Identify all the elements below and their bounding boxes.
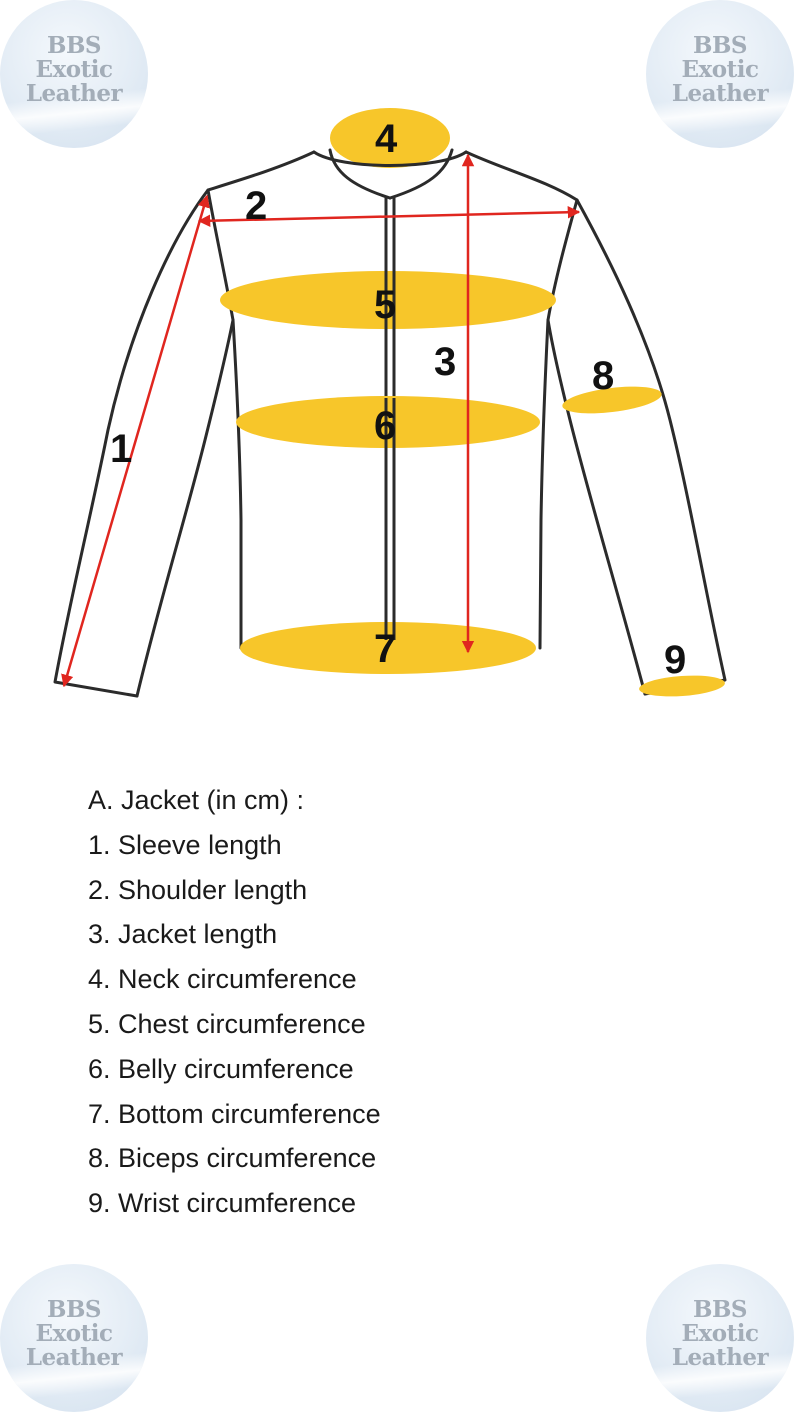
marker-2: 2 (245, 184, 267, 228)
shoulder-length-arrow (197, 206, 581, 227)
marker-4: 4 (375, 117, 398, 161)
brand-watermark-top-left: BBS Exotic Leather (0, 0, 148, 148)
biceps-highlight (562, 386, 662, 414)
legend-item: 9. Wrist circumference (88, 1188, 357, 1219)
watermark-text: BBS Exotic Leather (25, 1296, 123, 1371)
marker-1: 1 (110, 427, 132, 471)
legend-item: 5. Chest circumference (88, 1008, 366, 1039)
zipper (384, 270, 396, 640)
marker-7: 7 (374, 627, 396, 671)
marker-9: 9 (664, 638, 686, 682)
brand-watermark-bottom-right: BBS Exotic Leather (646, 1264, 794, 1412)
jacket-measurement-diagram: 1 2 3 4 5 6 7 8 9 (53, 108, 727, 698)
brand-watermark-top-right: BBS Exotic Leather (646, 0, 794, 148)
measurement-legend: A. Jacket (in cm) : 1. Sleeve length 2. … (88, 778, 381, 1226)
legend-item: 4. Neck circumference (88, 964, 357, 995)
neck-highlight (330, 108, 450, 168)
legend-list: 1. Sleeve length 2. Shoulder length 3. J… (88, 823, 381, 1226)
legend-title: A. Jacket (in cm) : (88, 785, 305, 815)
measurement-arrows (61, 153, 581, 688)
marker-3: 3 (434, 340, 456, 384)
legend-item: 1. Sleeve length (88, 829, 282, 860)
wrist-highlight (639, 675, 725, 697)
watermark-text: BBS Exotic Leather (25, 32, 123, 107)
watermark-text: BBS Exotic Leather (671, 1296, 769, 1371)
sleeve-length-arrow (61, 194, 210, 688)
marker-6: 6 (374, 404, 396, 448)
legend-item: 6. Belly circumference (88, 1053, 354, 1084)
legend-item: 3. Jacket length (88, 919, 278, 950)
marker-5: 5 (374, 283, 396, 327)
brand-watermark-bottom-left: BBS Exotic Leather (0, 1264, 148, 1412)
legend-item: 7. Bottom circumference (88, 1098, 381, 1129)
legend-item: 8. Biceps circumference (88, 1143, 377, 1174)
watermark-text: BBS Exotic Leather (671, 32, 769, 107)
marker-8: 8 (592, 354, 614, 398)
legend-item: 2. Shoulder length (88, 874, 308, 905)
